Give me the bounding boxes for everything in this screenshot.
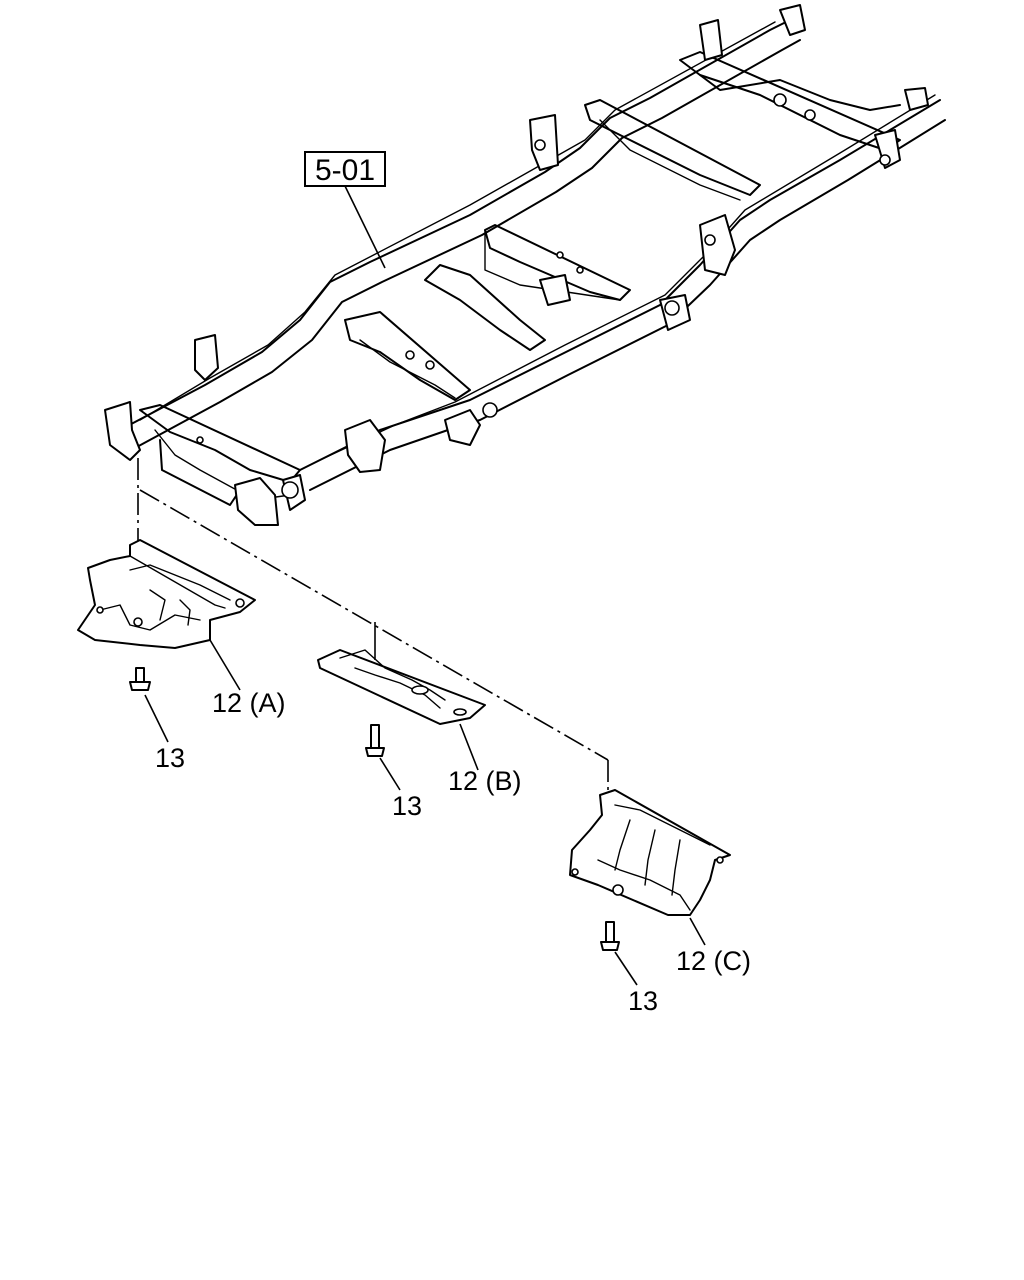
skid-plate-b: [317, 649, 486, 771]
guard-a-label: 12 (A): [212, 688, 286, 718]
guard-b-label: 12 (B): [448, 766, 522, 796]
skid-plate-a: [77, 539, 256, 691]
guard-c-label: 12 (C): [676, 946, 751, 976]
frame-reference-callout: 5-01: [304, 151, 386, 269]
bolt-b: [365, 724, 401, 791]
bolt-a-label: 13: [155, 743, 185, 773]
assembly-centerlines: [137, 458, 609, 795]
frame-reference-label: 5-01: [315, 154, 375, 187]
bolt-c-label: 13: [628, 986, 658, 1016]
bolt-a: [129, 667, 169, 743]
chassis-frame: [104, 4, 946, 526]
bolt-b-label: 13: [392, 791, 422, 821]
skid-plate-c: [569, 789, 731, 946]
bolt-c: [600, 921, 638, 986]
